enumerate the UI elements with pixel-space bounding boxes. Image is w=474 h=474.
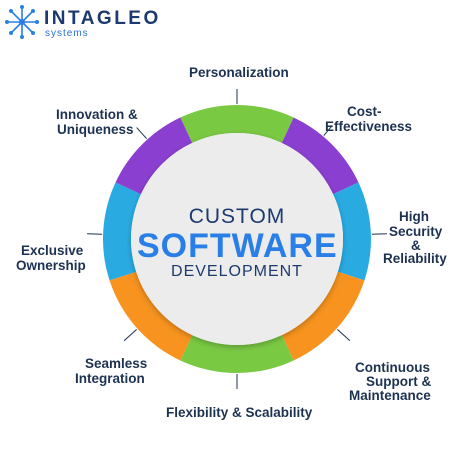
center-title-line2: SOFTWARE	[137, 227, 338, 265]
connector-lines	[87, 89, 387, 389]
ring-segment-bottom	[180, 335, 294, 373]
logo-mark-icon	[5, 5, 39, 39]
label-support-line1: Continuous	[355, 360, 430, 375]
label-support-line2: Support &	[366, 374, 432, 389]
connector-security	[371, 233, 387, 235]
label-security-line3: &	[411, 238, 421, 253]
label-personalization: Personalization	[189, 65, 289, 80]
label-security-line1: High	[399, 209, 429, 224]
label-cost-line2: Effectiveness	[325, 119, 413, 134]
ring-segment-right	[333, 182, 371, 281]
ring-segments	[103, 104, 371, 373]
ring-segment-lower-left	[109, 271, 193, 361]
ring-segment-left	[103, 182, 141, 281]
connector-cost	[323, 125, 333, 136]
logo-name: INTAGLEO	[44, 8, 161, 29]
center-title-line1: CUSTOM	[188, 205, 286, 228]
label-seamless-line2: Integration	[75, 371, 145, 386]
connector-innovation	[136, 127, 148, 140]
label-innovation-line1: Innovation &	[56, 107, 138, 122]
ring-segment-top	[180, 104, 294, 143]
label-security-line4: Reliability	[383, 251, 447, 266]
label-exclusive-line1: Exclusive	[21, 243, 84, 258]
center-title-line3: DEVELOPMENT	[171, 263, 303, 280]
connector-support	[336, 328, 351, 342]
label-support-line3: Maintenance	[349, 388, 431, 403]
logo-subtitle: systems	[45, 28, 89, 39]
ring-segment-upper-right	[281, 117, 359, 195]
label-cost-line1: Cost-	[347, 104, 382, 119]
connector-exclusive	[87, 233, 103, 235]
label-innovation-line2: Uniqueness	[57, 122, 134, 137]
label-seamless-line1: Seamless	[85, 356, 148, 371]
label-exclusive-line2: Ownership	[16, 258, 86, 273]
center-disc	[131, 133, 343, 345]
label-flexibility: Flexibility & Scalability	[166, 405, 313, 420]
connector-seamless	[123, 328, 138, 342]
ring-segment-upper-left	[115, 117, 193, 195]
logo: INTAGLEO systems	[4, 4, 174, 40]
ring-segment-lower-right	[281, 271, 365, 361]
label-security-line2: Security	[389, 224, 443, 239]
